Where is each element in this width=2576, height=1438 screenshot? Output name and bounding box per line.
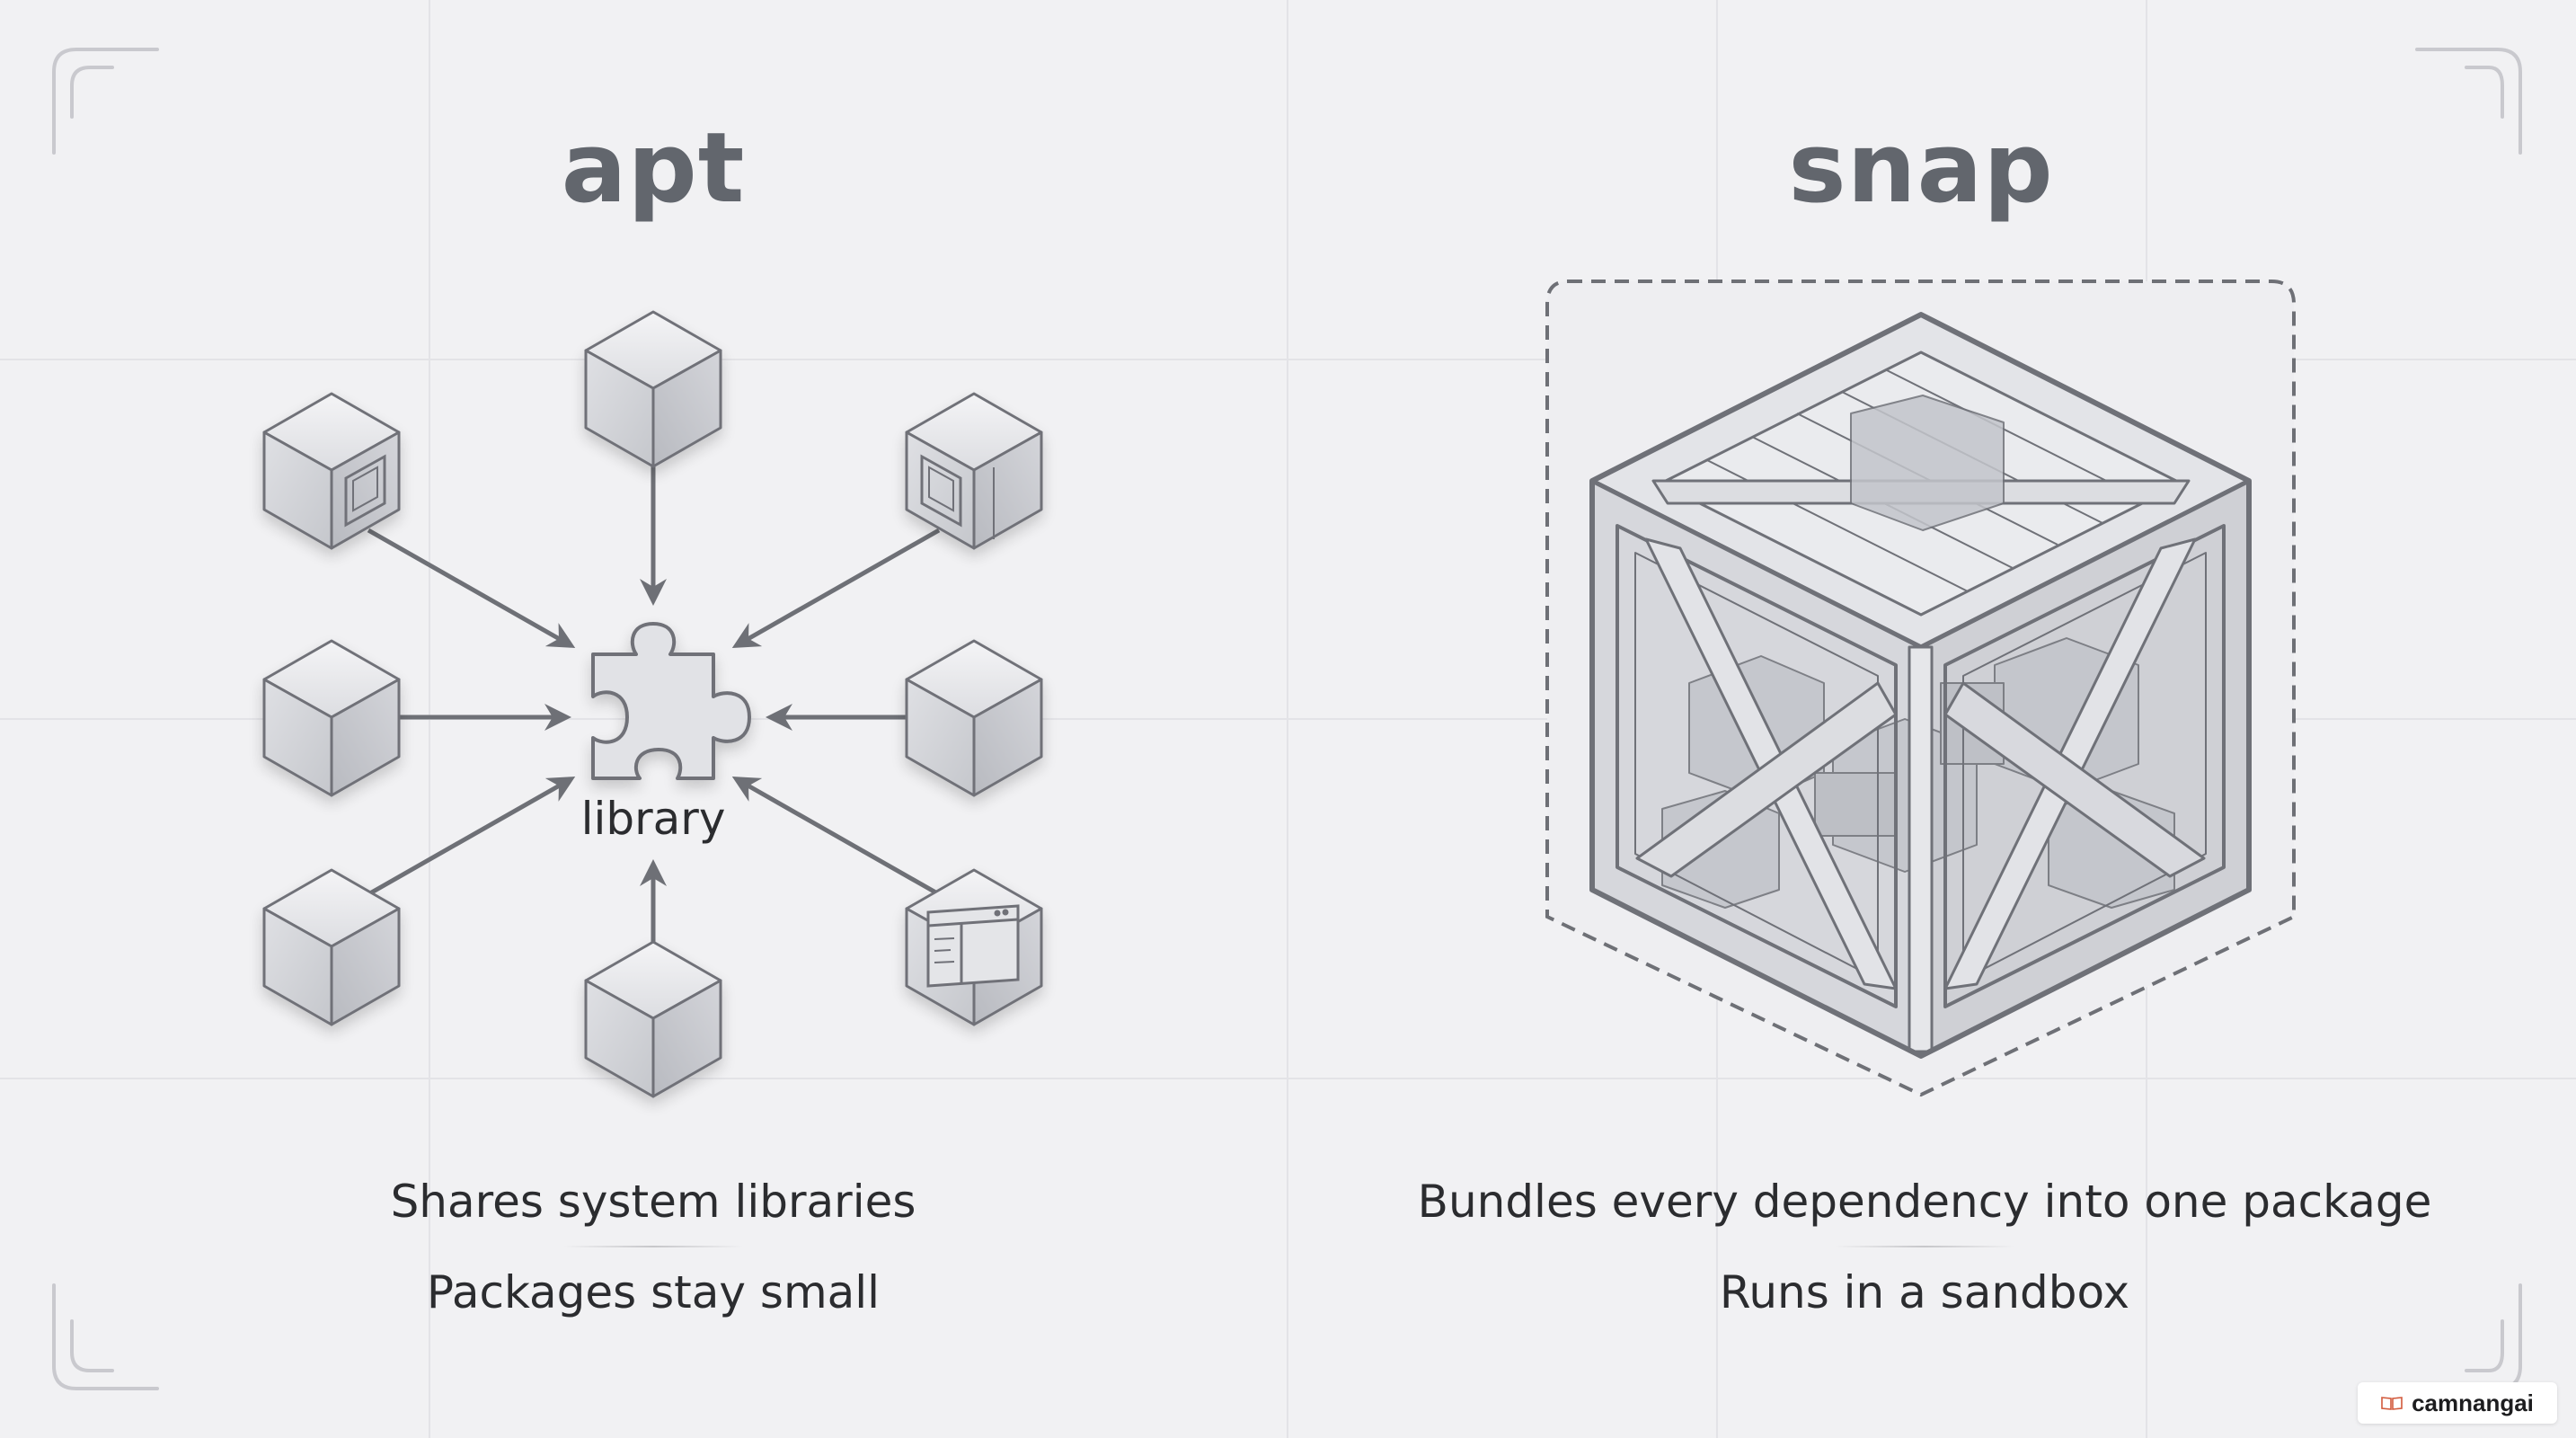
watermark-text: camnangai — [2412, 1389, 2534, 1416]
snap-title: snap — [1788, 112, 2054, 225]
cube-icon — [584, 310, 722, 468]
apt-caption-shared-libraries: Shares system libraries — [390, 1176, 916, 1228]
cube-icon — [905, 392, 1043, 550]
arrow-top-left — [367, 528, 576, 648]
cube-icon — [262, 392, 401, 550]
apt-title: apt — [561, 112, 746, 225]
snap-caption-bundles-dependencies: Bundles every dependency into one packag… — [1417, 1176, 2432, 1228]
cube-icon — [905, 868, 1043, 1026]
cube-icon — [262, 639, 401, 797]
snap-sandbox-crate — [1545, 280, 2296, 1097]
snap-caption-divider — [1835, 1246, 2014, 1247]
apt-caption-divider — [563, 1246, 743, 1247]
cube-icon — [905, 639, 1043, 797]
arrow-bottom-left — [367, 777, 576, 897]
arrow-top-right — [731, 528, 941, 648]
puzzle-piece-icon — [591, 622, 751, 780]
arrow-bottom-right — [731, 777, 941, 897]
snap-caption-sandbox: Runs in a sandbox — [1719, 1266, 2130, 1318]
book-icon — [2381, 1397, 2403, 1410]
sandbox-crate-icon — [1589, 312, 2252, 1059]
apt-dependency-diagram — [262, 310, 1043, 1098]
cube-icon — [262, 868, 401, 1026]
library-label: library — [580, 793, 726, 845]
apt-caption-small-packages: Packages stay small — [426, 1266, 881, 1318]
cube-icon — [584, 940, 722, 1098]
dependency-arrows — [367, 463, 941, 984]
watermark-badge: camnangai — [2358, 1382, 2557, 1424]
